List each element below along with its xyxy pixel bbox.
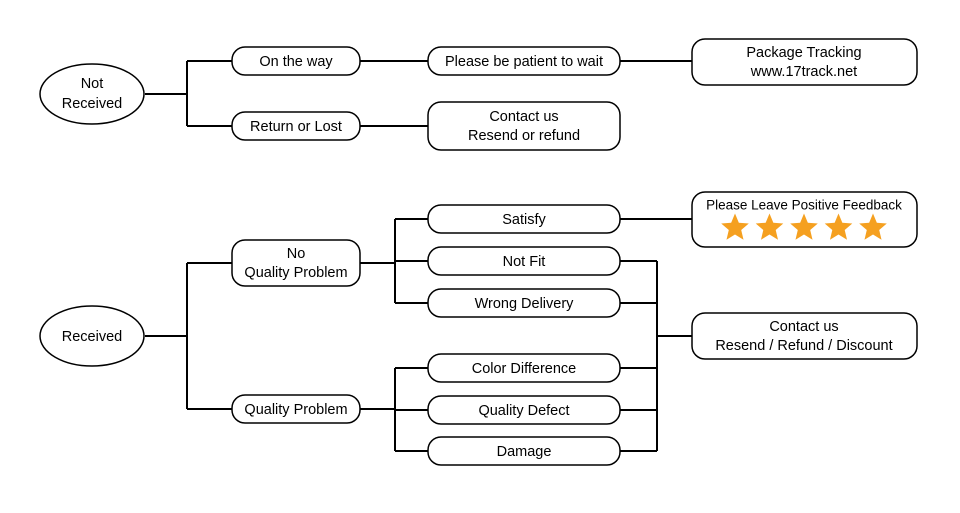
not-fit-label: Not Fit [503, 254, 546, 270]
satisfy-label: Satisfy [502, 212, 546, 228]
wrong-delivery-label: Wrong Delivery [475, 296, 575, 312]
package-tracking-label-line2: www.17track.net [750, 64, 857, 80]
node-wrong-delivery[interactable]: Wrong Delivery [427, 288, 621, 318]
star-icon[interactable] [859, 213, 887, 240]
color-difference-box[interactable] [427, 353, 621, 383]
contact-resend-refund-label-line2: Resend or refund [468, 128, 580, 144]
damage-box[interactable] [427, 436, 621, 466]
node-not-received[interactable]: Not Received [39, 63, 145, 125]
contact-resend-refund-box[interactable] [427, 101, 621, 151]
wrong-delivery-box[interactable] [427, 288, 621, 318]
contact-discount-label-line2: Resend / Refund / Discount [715, 338, 892, 354]
no-quality-problem-box[interactable] [231, 239, 361, 287]
node-quality-defect[interactable]: Quality Defect [427, 395, 621, 425]
on-the-way-box[interactable] [231, 46, 361, 76]
color-difference-label: Color Difference [472, 361, 577, 377]
return-or-lost-box[interactable] [231, 111, 361, 141]
contact-resend-refund-label-line1: Contact us [489, 109, 558, 125]
received-ellipse[interactable] [39, 305, 145, 367]
no-quality-problem-label-line1: No [287, 246, 306, 262]
return-or-lost-label: Return or Lost [250, 119, 342, 135]
package-tracking-label-line1: Package Tracking [746, 45, 861, 61]
node-contact-resend-refund-discount[interactable]: Contact us Resend / Refund / Discount [691, 312, 918, 360]
connectors-not-received [145, 60, 692, 127]
node-received[interactable]: Received [39, 305, 145, 367]
contact-discount-label-line1: Contact us [769, 319, 838, 335]
node-package-tracking[interactable]: Package Tracking www.17track.net [691, 38, 918, 86]
contact-resend-refund-discount-box[interactable] [691, 312, 918, 360]
node-not-fit[interactable]: Not Fit [427, 246, 621, 276]
node-damage[interactable]: Damage [427, 436, 621, 466]
not-received-label-line2: Received [62, 96, 122, 112]
please-be-patient-label: Please be patient to wait [445, 54, 603, 70]
node-on-the-way[interactable]: On the way [231, 46, 361, 76]
quality-defect-label: Quality Defect [478, 403, 569, 419]
star-icon[interactable] [824, 213, 853, 240]
connectors-received [145, 218, 692, 452]
not-received-ellipse[interactable] [39, 63, 145, 125]
satisfy-box[interactable] [427, 204, 621, 234]
node-contact-resend-refund[interactable]: Contact us Resend or refund [427, 101, 621, 151]
damage-label: Damage [497, 444, 552, 460]
not-received-label-line1: Not [81, 76, 104, 92]
star-rating[interactable] [721, 213, 887, 240]
on-the-way-label: On the way [259, 54, 333, 70]
star-icon[interactable] [790, 213, 818, 240]
star-icon[interactable] [755, 213, 784, 240]
positive-feedback-label: Please Leave Positive Feedback [706, 198, 902, 213]
node-please-be-patient[interactable]: Please be patient to wait [427, 46, 621, 76]
node-positive-feedback[interactable]: Please Leave Positive Feedback [691, 191, 918, 248]
star-icon[interactable] [721, 213, 749, 240]
not-fit-box[interactable] [427, 246, 621, 276]
node-return-or-lost[interactable]: Return or Lost [231, 111, 361, 141]
received-label: Received [62, 329, 122, 345]
quality-defect-box[interactable] [427, 395, 621, 425]
quality-problem-box[interactable] [231, 394, 361, 424]
node-color-difference[interactable]: Color Difference [427, 353, 621, 383]
node-quality-problem[interactable]: Quality Problem [231, 394, 361, 424]
node-no-quality-problem[interactable]: No Quality Problem [231, 239, 361, 287]
package-tracking-box[interactable] [691, 38, 918, 86]
quality-problem-label: Quality Problem [244, 402, 347, 418]
please-be-patient-box[interactable] [427, 46, 621, 76]
node-satisfy[interactable]: Satisfy [427, 204, 621, 234]
no-quality-problem-label-line2: Quality Problem [244, 265, 347, 281]
